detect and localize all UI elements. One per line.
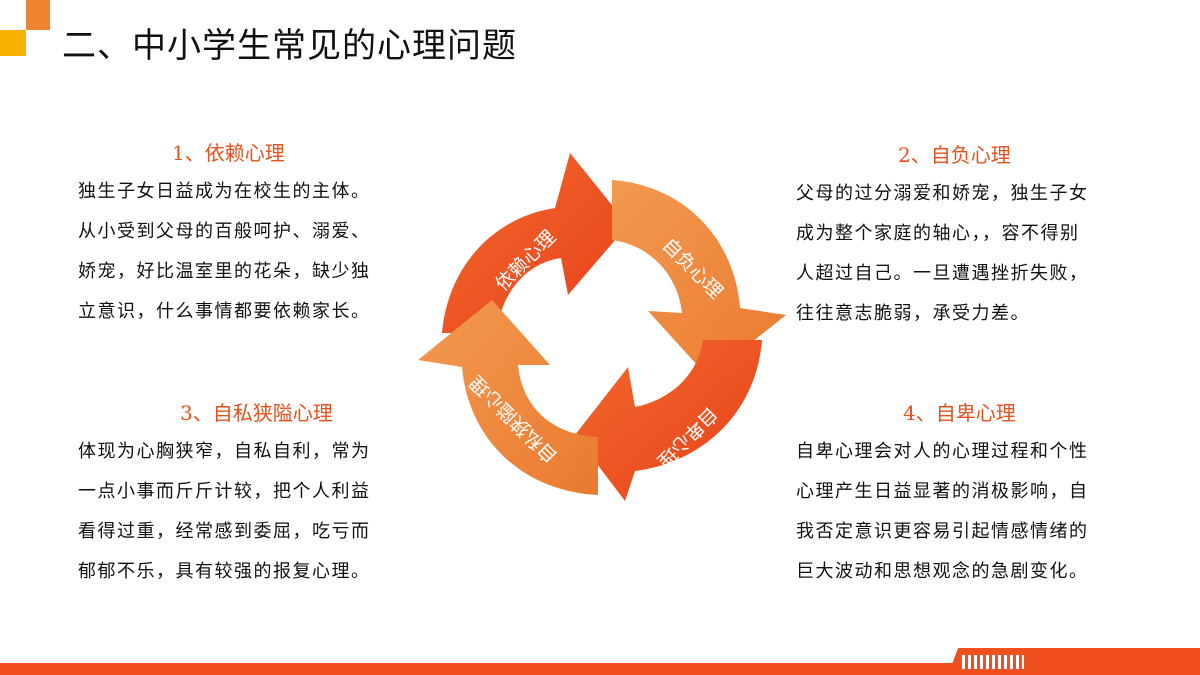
section-2-line: 父母的过分溺爱和娇宠，独生子女 <box>796 183 1089 204</box>
page-title: 二、中小学生常见的心理问题 <box>62 26 517 66</box>
section-1-line: 从小受到父母的百般呵护、溺爱、 <box>78 221 371 242</box>
section-1-heading: 1、依赖心理 <box>172 141 285 165</box>
section-2-line: 成为整个家庭的轴心，，容不得别 <box>796 223 1080 244</box>
section-3-line: 一点小事而斤斤计较，把个人利益 <box>78 481 371 502</box>
section-4-text: 自卑心理会对人的心理过程和个性 心理产生日益显著的消极影响，自 我否定意识更容易… <box>796 432 1136 592</box>
footer-bar <box>0 663 1200 675</box>
section-4-line: 巨大波动和思想观念的急剧变化。 <box>796 561 1089 582</box>
section-1-line: 娇宠，好比温室里的花朵，缺少独 <box>78 261 371 282</box>
section-4-heading: 4、自卑心理 <box>903 401 1016 425</box>
section-3-text: 体现为心胸狭窄，自私自利，常为 一点小事而斤斤计较，把个人利益 看得过重，经常感… <box>78 432 418 592</box>
corner-square-yellow <box>0 30 26 56</box>
corner-square-orange <box>26 0 50 30</box>
section-1-line: 立意识，什么事情都要依赖家长。 <box>78 301 371 322</box>
cycle-arrow-bottom-left <box>418 300 598 495</box>
cycle-arrow-bottom-right <box>575 340 762 501</box>
section-4-line: 心理产生日益显著的消极影响，自 <box>796 481 1089 502</box>
footer-stripes-icon <box>962 655 1024 669</box>
section-1-text: 独生子女日益成为在校生的主体。 从小受到父母的百般呵护、溺爱、 娇宠，好比温室里… <box>78 172 418 332</box>
section-3-line: 看得过重，经常感到委屈，吃亏而 <box>78 521 371 542</box>
section-2-text: 父母的过分溺爱和娇宠，独生子女 成为整个家庭的轴心，，容不得别 人超过自己。一旦… <box>796 174 1136 334</box>
section-3-line: 郁郁不乐，具有较强的报复心理。 <box>78 561 371 582</box>
section-2-line: 人超过自己。一旦遭遇挫折失败， <box>796 263 1089 284</box>
section-3-heading: 3、自私狭隘心理 <box>180 401 333 425</box>
section-2-heading: 2、自负心理 <box>898 143 1011 167</box>
section-1-line: 独生子女日益成为在校生的主体。 <box>78 181 371 202</box>
section-4-line: 我否定意识更容易引起情感情绪的 <box>796 521 1089 542</box>
section-4-line: 自卑心理会对人的心理过程和个性 <box>796 441 1089 462</box>
cycle-diagram: 依赖心理 自负心理 自卑心理 自私狭隘心理 <box>418 153 786 501</box>
section-2-line: 往往意志脆弱，承受力差。 <box>796 303 1030 324</box>
cycle-arrow-top-left <box>442 153 628 333</box>
section-3-line: 体现为心胸狭窄，自私自利，常为 <box>78 441 371 462</box>
cycle-arrow-top-right <box>612 180 786 377</box>
